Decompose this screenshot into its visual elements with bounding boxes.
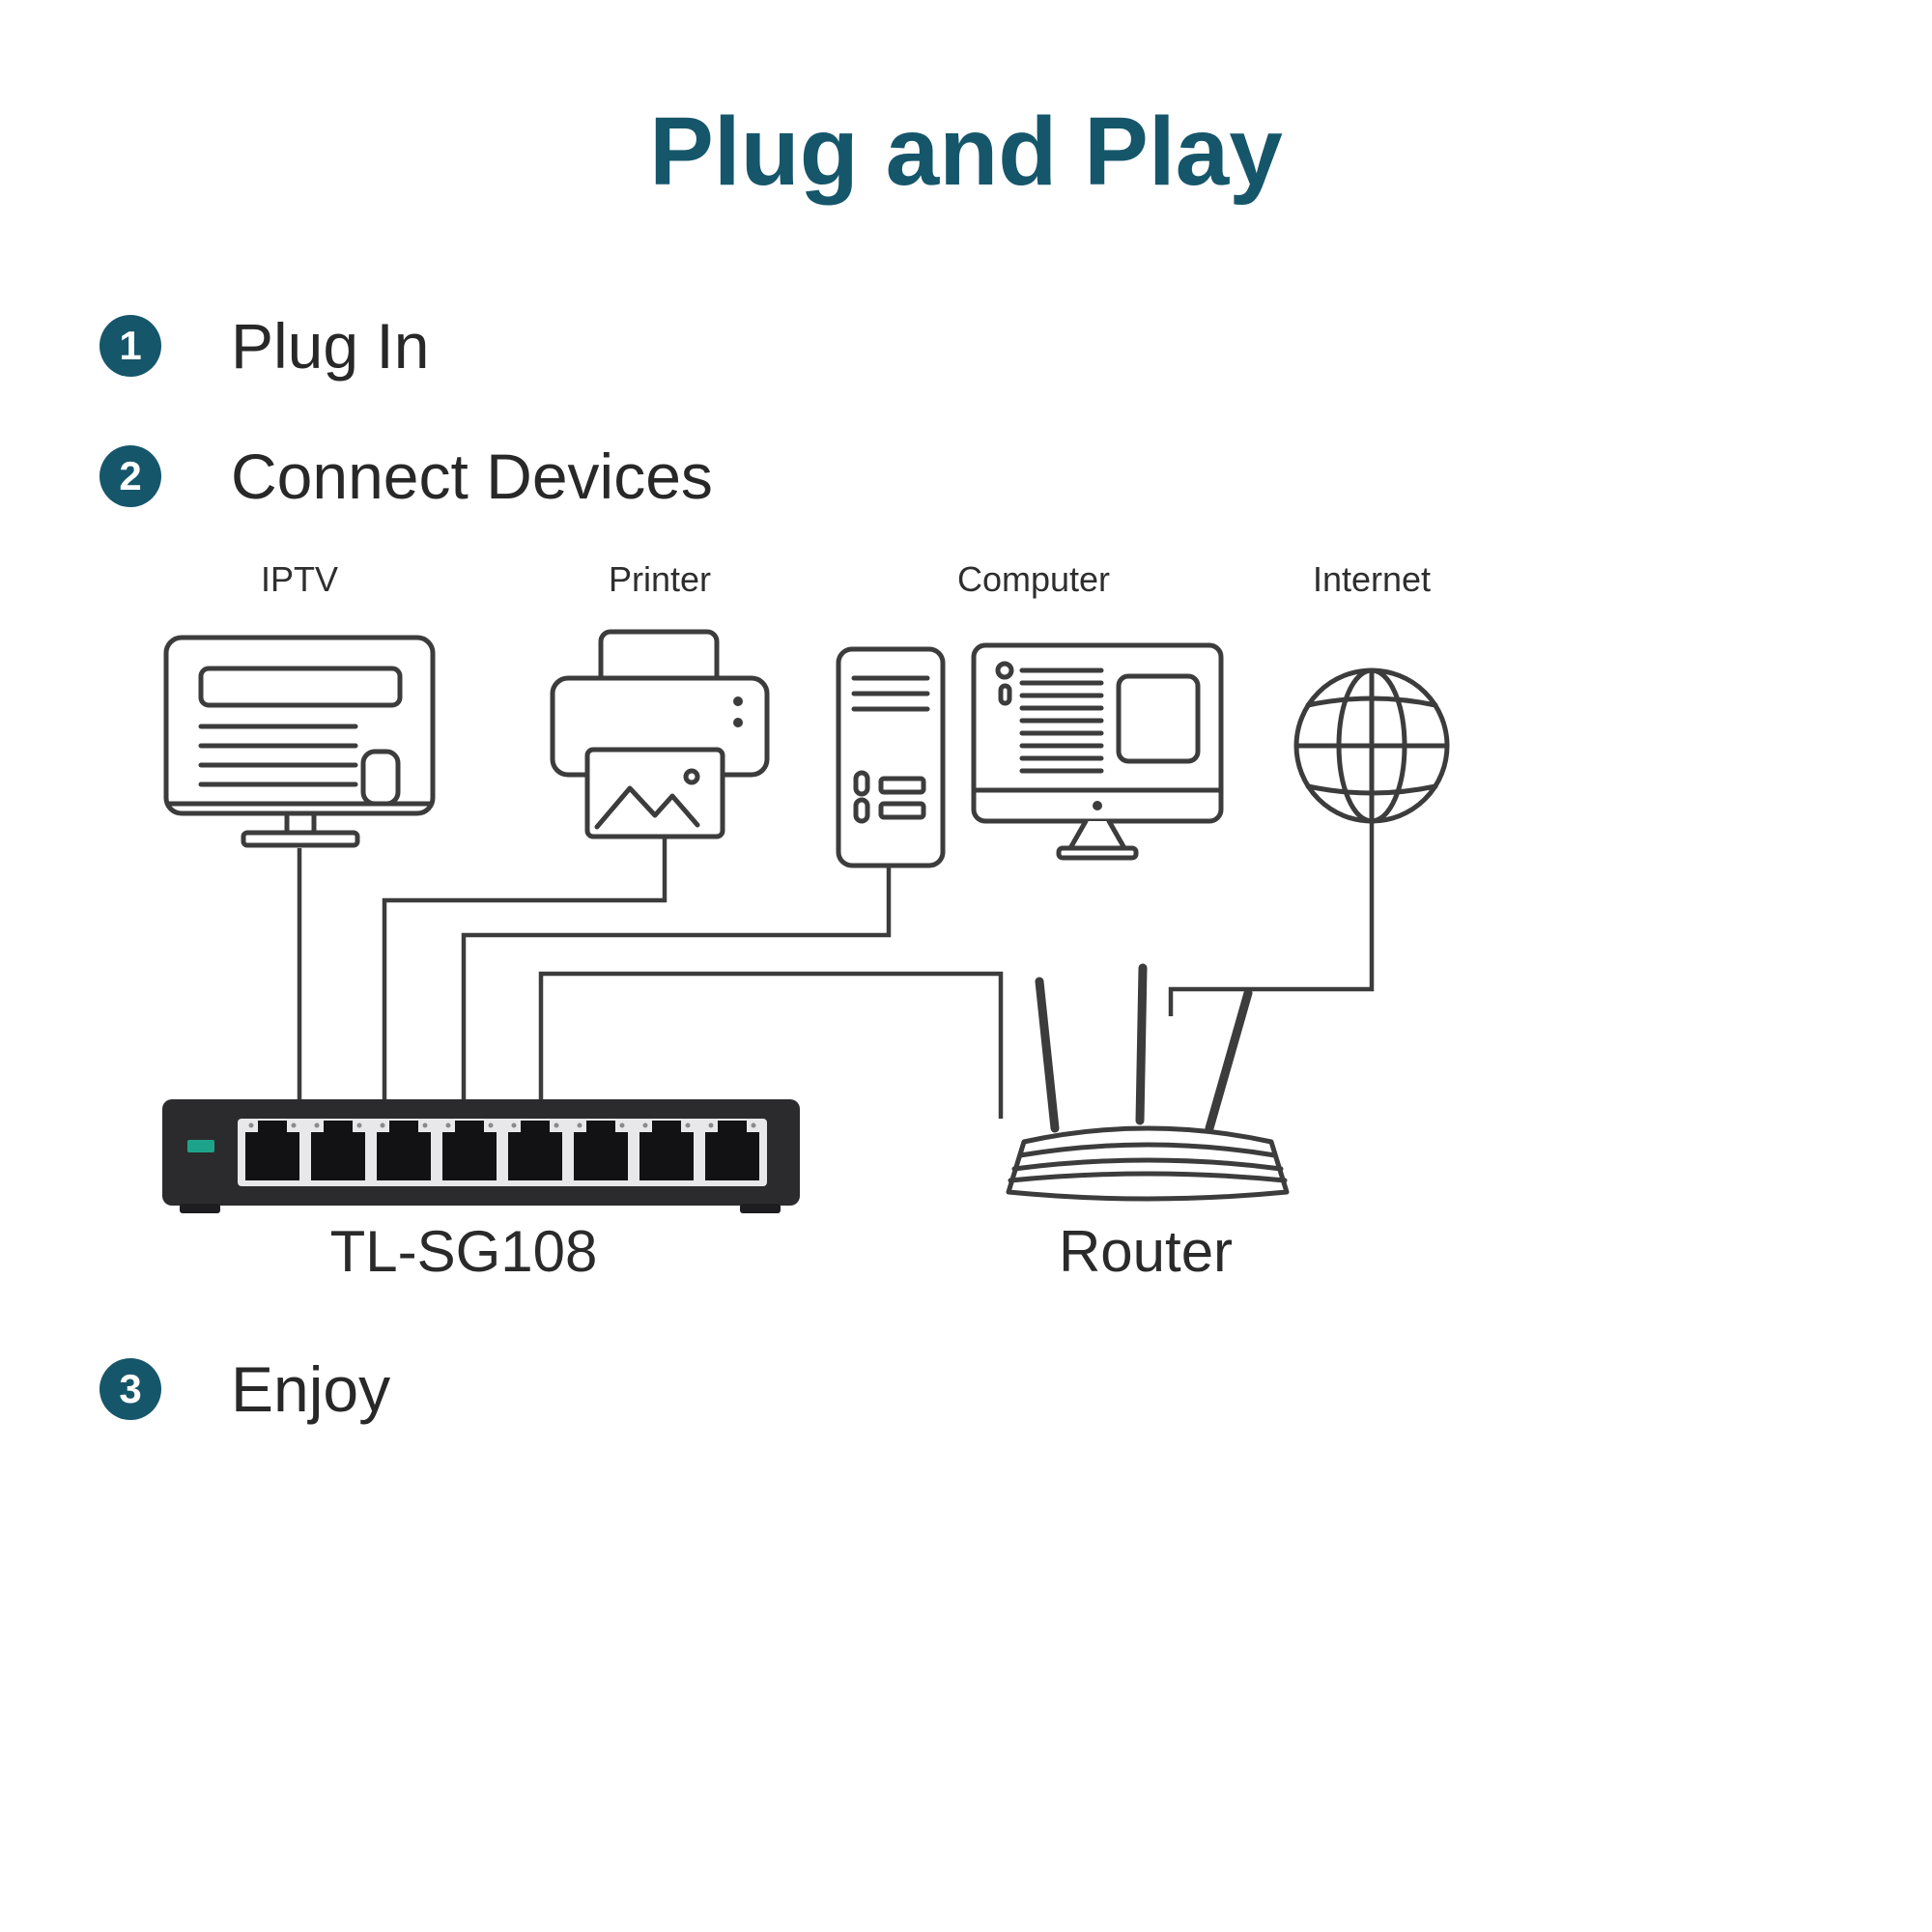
- device-labels: IPTV Printer Computer Internet TL-SG108 …: [261, 559, 1431, 1284]
- wire-printer-switch: [382, 838, 668, 1103]
- router-icon: [1006, 963, 1290, 1202]
- wire-switch-router: [538, 971, 1004, 1119]
- computer-label: Computer: [957, 559, 1110, 599]
- computer-tower-icon: [836, 646, 946, 868]
- step-1-label: Plug In: [231, 310, 430, 382]
- ethernet-ports: [245, 1121, 759, 1180]
- connector-lines: [297, 823, 1375, 1119]
- wire-computer-switch: [461, 866, 892, 1103]
- step-2-label: Connect Devices: [231, 440, 713, 512]
- step-1-badge: 1: [99, 315, 161, 377]
- step-3-label: Enjoy: [231, 1353, 391, 1425]
- internet-label: Internet: [1313, 559, 1431, 599]
- step-connect-devices: 2 Connect Devices: [99, 440, 713, 513]
- port-leds: [248, 1122, 756, 1128]
- power-led: [187, 1140, 214, 1152]
- printer-label: Printer: [609, 559, 711, 599]
- connection-diagram: IPTV Printer Computer Internet TL-SG108 …: [162, 559, 1450, 1284]
- computer-monitor-icon: [971, 642, 1224, 861]
- page-title: Plug and Play: [649, 98, 1283, 206]
- iptv-label: IPTV: [261, 559, 338, 599]
- globe-icon: [1293, 668, 1450, 824]
- step-plug-in: 1 Plug In: [99, 309, 429, 383]
- step-3-badge: 3: [99, 1358, 161, 1420]
- switch-icon: [162, 1099, 800, 1213]
- wire-internet-router: [1168, 823, 1375, 1016]
- step-enjoy: 3 Enjoy: [99, 1352, 390, 1426]
- router-label: Router: [1059, 1219, 1233, 1284]
- printer-icon: [550, 629, 770, 839]
- tv-icon: [163, 635, 436, 848]
- switch-model-label: TL-SG108: [330, 1219, 598, 1284]
- step-2-badge: 2: [99, 445, 161, 507]
